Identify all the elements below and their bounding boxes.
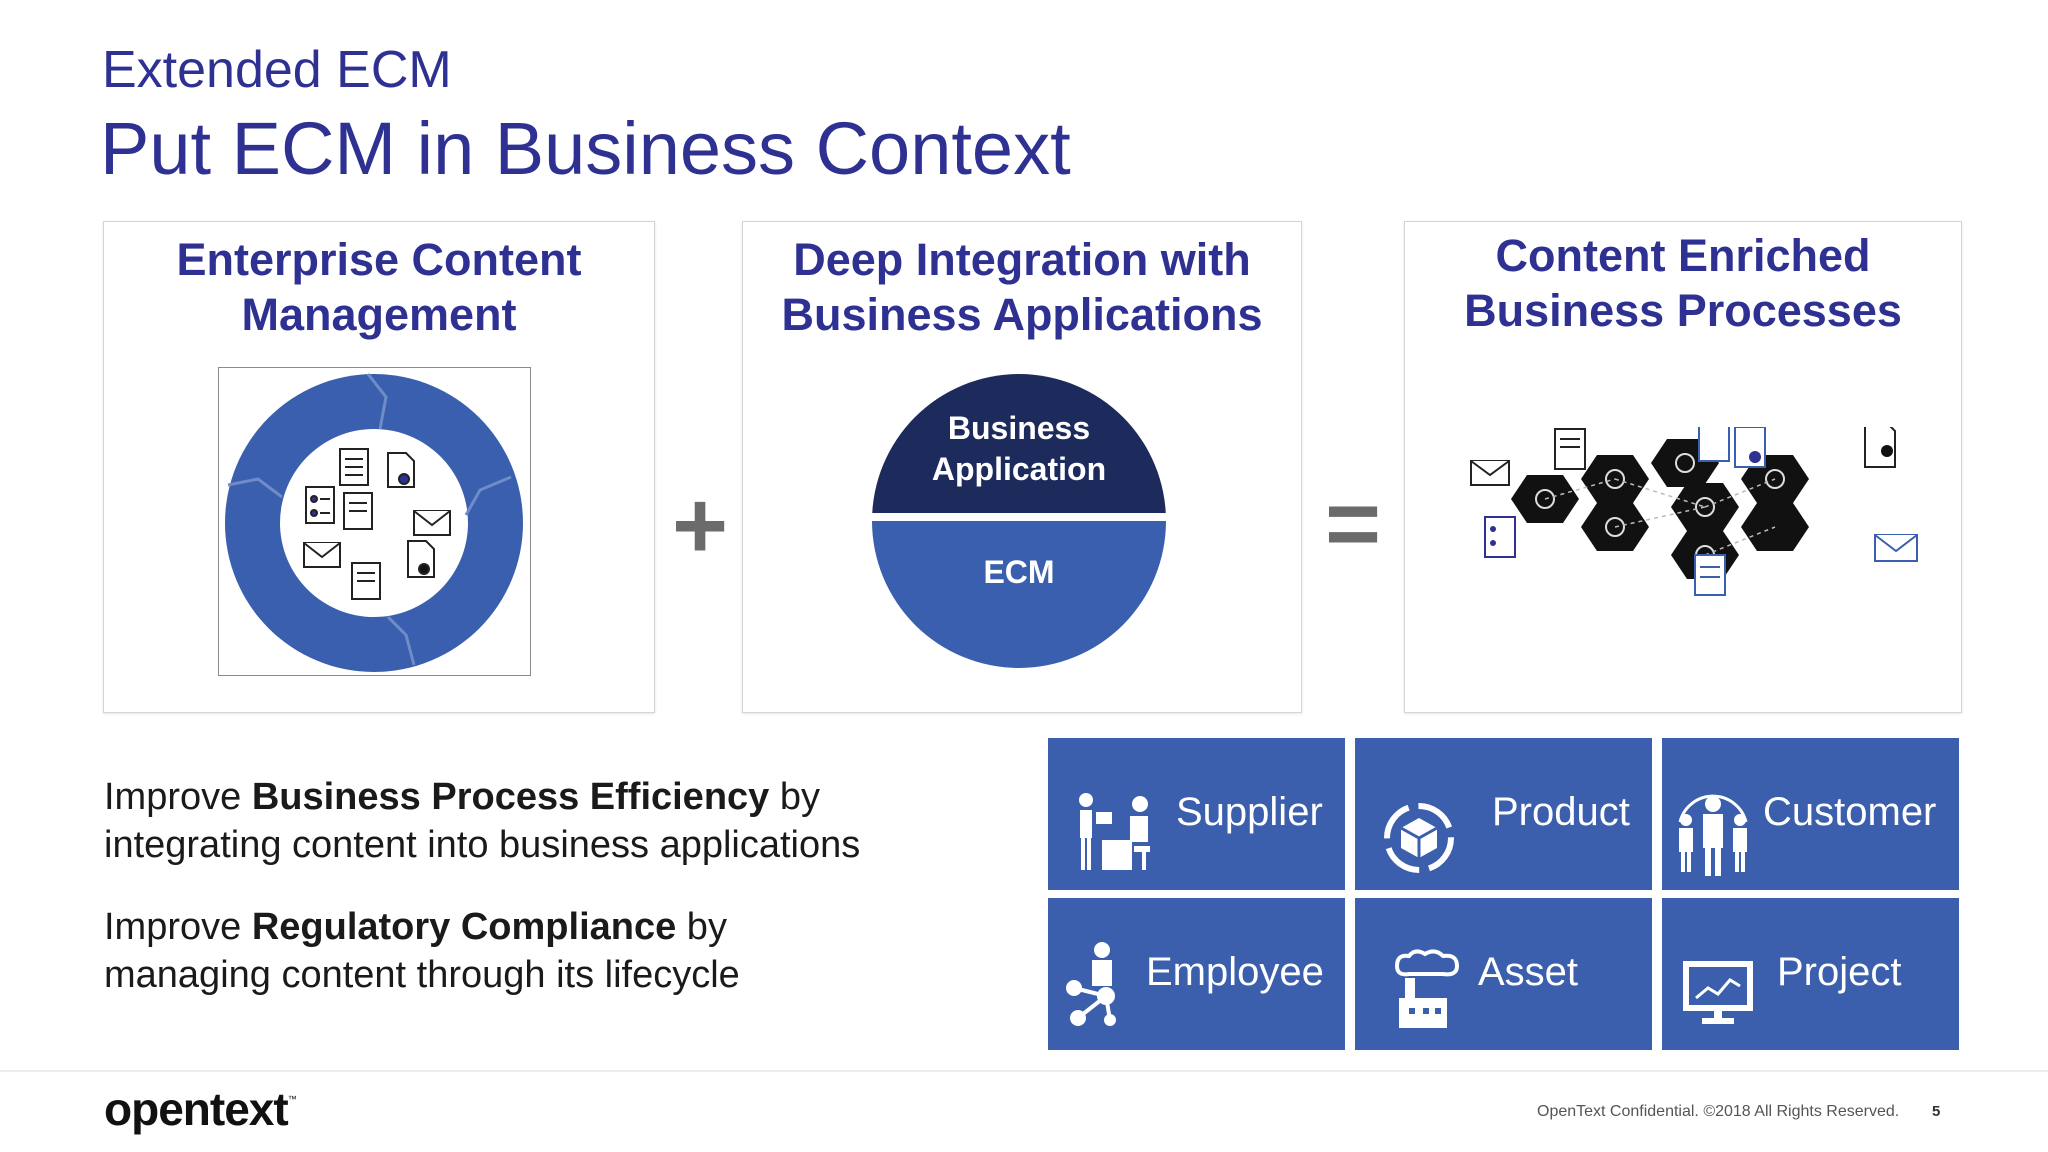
- tile-employee-label: Employee: [1146, 950, 1324, 994]
- plus-operator: +: [672, 472, 729, 579]
- page-number: 5: [1932, 1103, 1941, 1120]
- tile-product: Product: [1355, 738, 1652, 890]
- integration-diagram: [872, 374, 1166, 668]
- tile-project-label: Project: [1777, 950, 1902, 994]
- panel-integration-heading: Deep Integration with Business Applicati…: [781, 234, 1263, 340]
- tile-customer-label: Customer: [1763, 790, 1937, 834]
- panel-integration: Deep Integration with Business Applicati…: [742, 221, 1302, 713]
- copyright-notice: OpenText Confidential. ©2018 All Rights …: [1537, 1103, 1900, 1120]
- product-icon: [1384, 803, 1454, 873]
- footer-divider: [0, 1070, 2048, 1072]
- customer-icon: [1678, 794, 1748, 876]
- tile-supplier-label: Supplier: [1176, 790, 1323, 834]
- tile-project: Project: [1662, 898, 1959, 1050]
- ecm-label: ECM: [983, 554, 1055, 590]
- slide-title: Put ECM in Business Context: [100, 107, 1071, 190]
- tile-customer: Customer: [1662, 738, 1959, 890]
- process-network-diagram: [1470, 427, 1918, 596]
- employee-icon: [1066, 942, 1116, 1026]
- ecm-cycle-diagram: [218, 367, 531, 676]
- benefit-compliance: Improve Regulatory Compliance by managin…: [104, 906, 740, 996]
- equals-operator: =: [1325, 470, 1382, 577]
- tile-asset: Asset: [1355, 898, 1652, 1050]
- supplier-icon: [1079, 793, 1150, 870]
- panel-processes-heading: Content Enriched Business Processes: [1464, 230, 1902, 336]
- project-icon: [1683, 961, 1753, 1024]
- opentext-logo: opentext™: [104, 1083, 297, 1135]
- panel-ecm-heading: Enterprise Content Management: [176, 234, 582, 340]
- asset-icon: [1394, 949, 1460, 1028]
- tile-product-label: Product: [1492, 790, 1630, 834]
- tile-employee: Employee: [1048, 898, 1345, 1050]
- benefit-efficiency: Improve Business Process Efficiency by i…: [104, 776, 861, 866]
- tile-asset-label: Asset: [1478, 950, 1579, 994]
- slide-kicker: Extended ECM: [102, 41, 452, 99]
- panel-processes: Content Enriched Business Processes: [1404, 221, 1962, 713]
- panel-ecm: Enterprise Content Management: [103, 221, 655, 713]
- tile-supplier: Supplier: [1048, 738, 1345, 890]
- business-application-label: Business Application: [931, 410, 1107, 487]
